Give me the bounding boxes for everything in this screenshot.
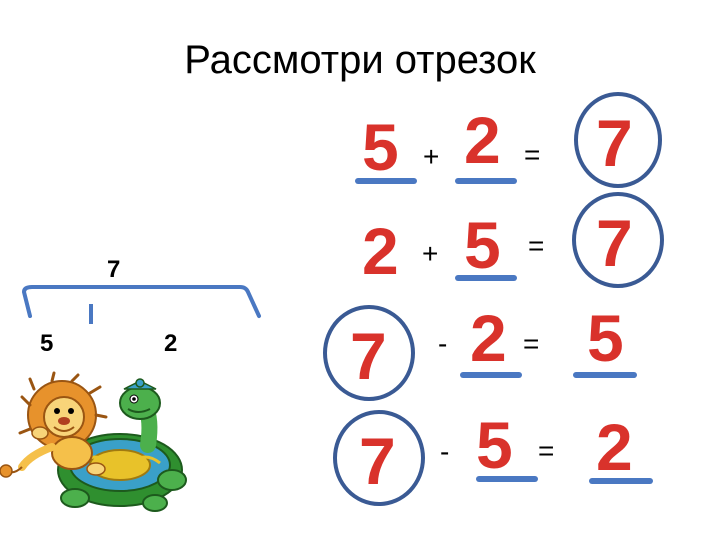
equation-3-equals: = [523,328,540,359]
equation-2-result: 7 [596,206,633,280]
segment-line [22,285,261,318]
equation-4-operator: - [440,436,450,467]
equation-3-underline-result [573,372,637,378]
equation-4-result: 2 [596,410,633,484]
equation-3-underline-b [460,372,522,378]
equation-1-underline-a [355,178,417,184]
equation-1-operator: + [423,141,440,172]
equation-4-operand-a: 7 [359,424,396,498]
equation-1-result-circle [574,92,662,188]
equation-1-underline-b [455,178,517,184]
equation-2-underline-b [455,275,517,281]
equation-2-operand-b: 5 [464,208,501,282]
page-title: Рассмотри отрезок [184,38,536,82]
equation-3-operand-a: 7 [350,319,387,393]
equation-4-operand-a-circle [333,410,425,506]
equation-1-operand-b: 2 [464,103,501,177]
equation-2-operand-a: 2 [362,214,399,288]
equation-3-operand-a-circle [323,305,415,401]
segment-total-label: 7 [107,256,121,283]
lion-and-turtle-cartoon [0,371,187,512]
equation-1-result: 7 [596,106,633,180]
equation-3-result: 5 [587,301,624,375]
segment-left-label: 5 [40,330,54,357]
equation-4-underline-result [589,478,653,484]
equation-2-operator: + [422,238,439,269]
equation-4-underline-b [476,476,538,482]
equation-3-operator: - [438,328,448,359]
equation-4-equals: = [538,435,555,466]
equation-2-result-circle [572,192,664,288]
equation-4-operand-b: 5 [476,408,513,482]
equation-1-operand-a: 5 [362,110,399,184]
equation-3-operand-b: 2 [470,301,507,375]
equation-1-equals: = [524,139,541,170]
segment-right-label: 2 [164,330,178,357]
equation-2-equals: = [528,230,545,261]
